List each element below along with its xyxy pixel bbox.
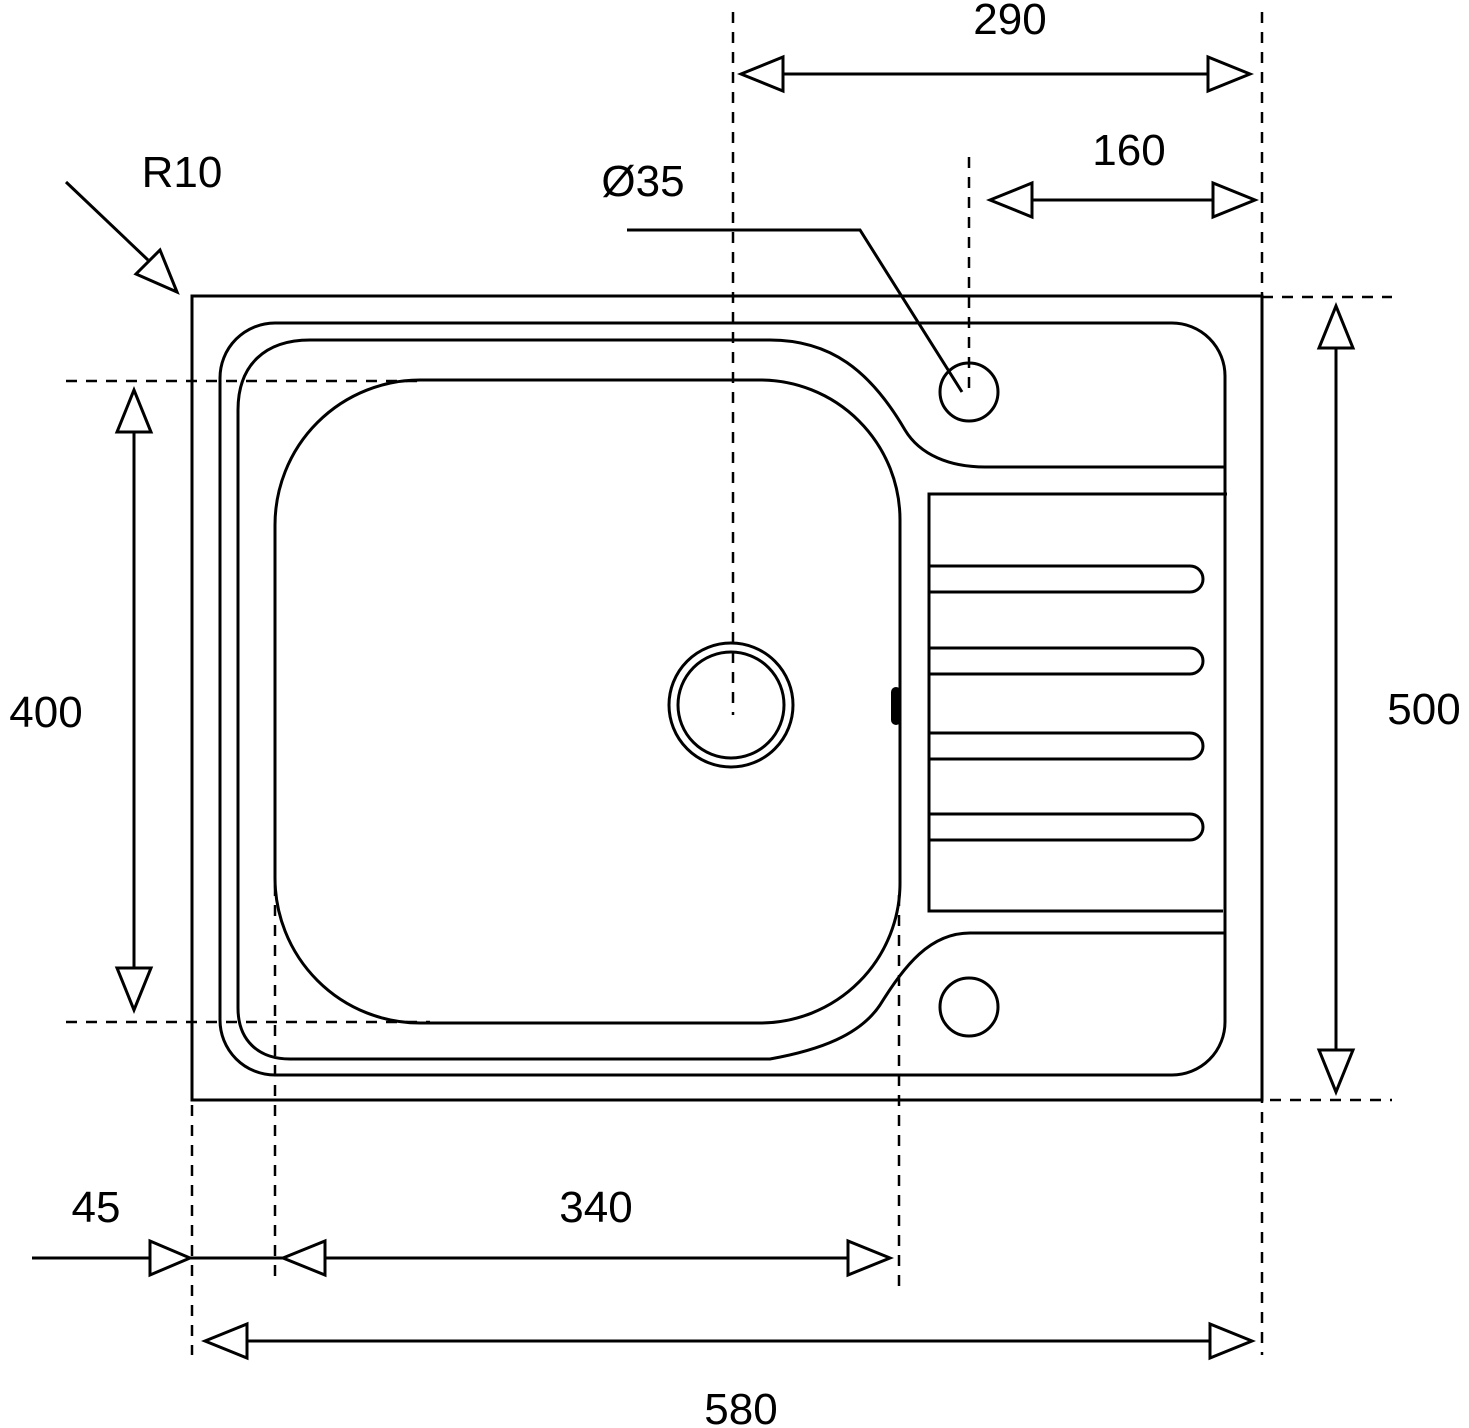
arrowhead — [1211, 180, 1259, 220]
label-340: 340 — [559, 1183, 632, 1232]
bowl-surround-outline — [236, 338, 1225, 1061]
arrowhead — [1208, 1321, 1256, 1361]
sink-rim-outline — [218, 321, 1227, 1077]
arrowhead — [201, 1321, 249, 1361]
arrowhead — [133, 247, 180, 295]
tap-hole-bottom — [938, 976, 1000, 1038]
label-45: 45 — [72, 1183, 121, 1232]
drainboard-groove — [929, 646, 1205, 676]
arrowhead — [737, 54, 785, 94]
arrowhead — [846, 1238, 894, 1278]
drainboard-groove — [929, 564, 1205, 594]
arrowhead — [148, 1238, 194, 1278]
arrowhead — [114, 966, 154, 1014]
overflow-slot — [891, 687, 901, 725]
drain-inner-ring — [676, 650, 786, 760]
arrowhead — [1316, 1048, 1356, 1096]
label-radius: R10 — [142, 148, 223, 197]
drainboard-outline — [927, 492, 1227, 913]
arrowhead — [986, 180, 1034, 220]
label-290: 290 — [973, 0, 1046, 44]
drain-outer-ring — [667, 641, 795, 769]
label-500: 500 — [1387, 685, 1460, 734]
arrowhead — [1206, 54, 1254, 94]
arrowhead — [1316, 302, 1356, 350]
diameter-leader — [627, 228, 964, 393]
arrowhead — [279, 1238, 327, 1278]
label-diameter: Ø35 — [601, 157, 684, 206]
radius-leader — [64, 180, 150, 262]
label-160: 160 — [1092, 126, 1165, 175]
bowl-outline — [273, 378, 902, 1025]
drainboard-groove — [929, 731, 1205, 761]
drainboard-groove — [929, 812, 1205, 842]
label-580: 580 — [704, 1385, 777, 1428]
label-400: 400 — [9, 688, 82, 737]
sink-outer-outline — [190, 294, 1264, 1102]
arrowhead — [114, 386, 154, 434]
